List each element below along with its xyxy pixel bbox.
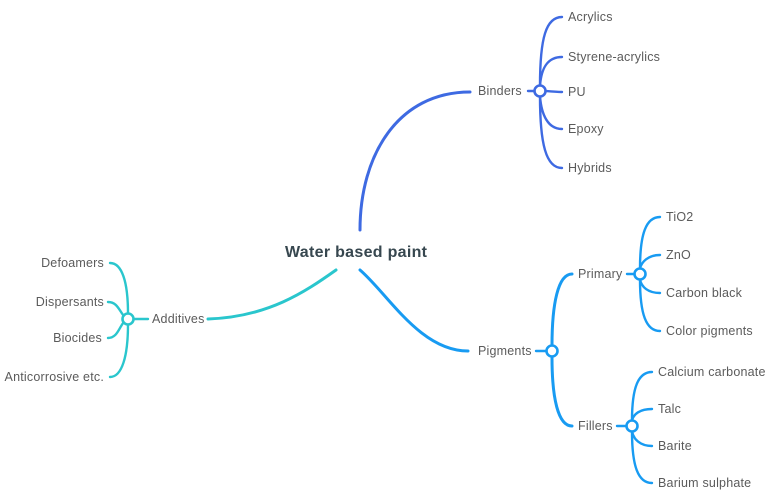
fillers-to-calcium-carbonate-curve: [630, 370, 654, 422]
pigments-branch-toggle[interactable]: [545, 344, 559, 358]
epoxy-node-label[interactable]: Epoxy: [568, 122, 604, 136]
calcium-carbonate-node-label[interactable]: Calcium carbonate: [658, 365, 766, 379]
pigments-to-fillers-curve: [550, 356, 574, 428]
fillers-to-talc-curve: [630, 407, 654, 422]
hybrids-node-label[interactable]: Hybrids: [568, 161, 612, 175]
binders-to-styrene-acrylics-curve: [538, 55, 564, 87]
carbon-black-node-label[interactable]: Carbon black: [666, 286, 743, 300]
anticorrosive-node-label[interactable]: Anticorrosive etc.: [5, 370, 104, 384]
additives-node-label[interactable]: Additives: [152, 312, 205, 326]
primary-to-color-pigments-curve: [638, 278, 662, 333]
binders-node-label[interactable]: Binders: [478, 84, 522, 98]
additives-to-anticorrosive-curve: [108, 323, 130, 379]
root-to-additives-curve: [206, 268, 338, 321]
pigments-branch: Pigments Primary TiO2 ZnO Carbon black C…: [358, 210, 766, 490]
pigments-to-primary-curve: [550, 272, 574, 347]
additives-to-defoamers-curve: [108, 261, 130, 315]
fillers-to-barium-sulphate-curve: [630, 430, 654, 485]
primary-to-carbon-black-curve: [638, 278, 662, 295]
zno-node-label[interactable]: ZnO: [666, 248, 691, 262]
talc-node-label[interactable]: Talc: [658, 402, 681, 416]
root-to-binders-curve: [358, 90, 472, 232]
defoamers-node-label[interactable]: Defoamers: [41, 256, 104, 270]
color-pigments-node-label[interactable]: Color pigments: [666, 324, 753, 338]
additives-to-biocides-curve: [106, 321, 125, 340]
dispersants-node-label[interactable]: Dispersants: [36, 295, 104, 309]
binders-to-epoxy-curve: [538, 95, 564, 131]
fillers-branch-toggle[interactable]: [625, 419, 639, 433]
binders-to-hybrids-curve: [538, 95, 564, 170]
primary-node-label[interactable]: Primary: [578, 267, 623, 281]
acrylics-node-label[interactable]: Acrylics: [568, 10, 613, 24]
barium-sulphate-node-label[interactable]: Barium sulphate: [658, 476, 751, 490]
binders-branch-toggle[interactable]: [533, 84, 547, 98]
biocides-node-label[interactable]: Biocides: [53, 331, 102, 345]
primary-to-zno-curve: [638, 253, 662, 270]
barite-node-label[interactable]: Barite: [658, 439, 692, 453]
root-to-pigments-curve: [358, 268, 470, 353]
binders-branch: Binders Acrylics Styrene-acrylics PU Epo…: [358, 10, 660, 232]
additives-branch-toggle[interactable]: [121, 312, 135, 326]
pigments-node-label[interactable]: Pigments: [478, 344, 532, 358]
styrene-acrylics-node-label[interactable]: Styrene-acrylics: [568, 50, 660, 64]
fillers-to-barite-curve: [630, 430, 654, 448]
primary-to-tio2-curve: [638, 215, 662, 270]
root-node-title[interactable]: Water based paint: [285, 244, 428, 261]
tio2-node-label[interactable]: TiO2: [666, 210, 693, 224]
binders-to-acrylics-curve: [538, 15, 564, 87]
pu-node-label[interactable]: PU: [568, 85, 586, 99]
primary-branch-toggle[interactable]: [633, 267, 647, 281]
additives-branch: Additives Defoamers Dispersants Biocides…: [5, 256, 338, 384]
binders-to-pu-curve: [544, 89, 564, 94]
fillers-node-label[interactable]: Fillers: [578, 419, 613, 433]
additives-to-dispersants-curve: [106, 300, 125, 317]
